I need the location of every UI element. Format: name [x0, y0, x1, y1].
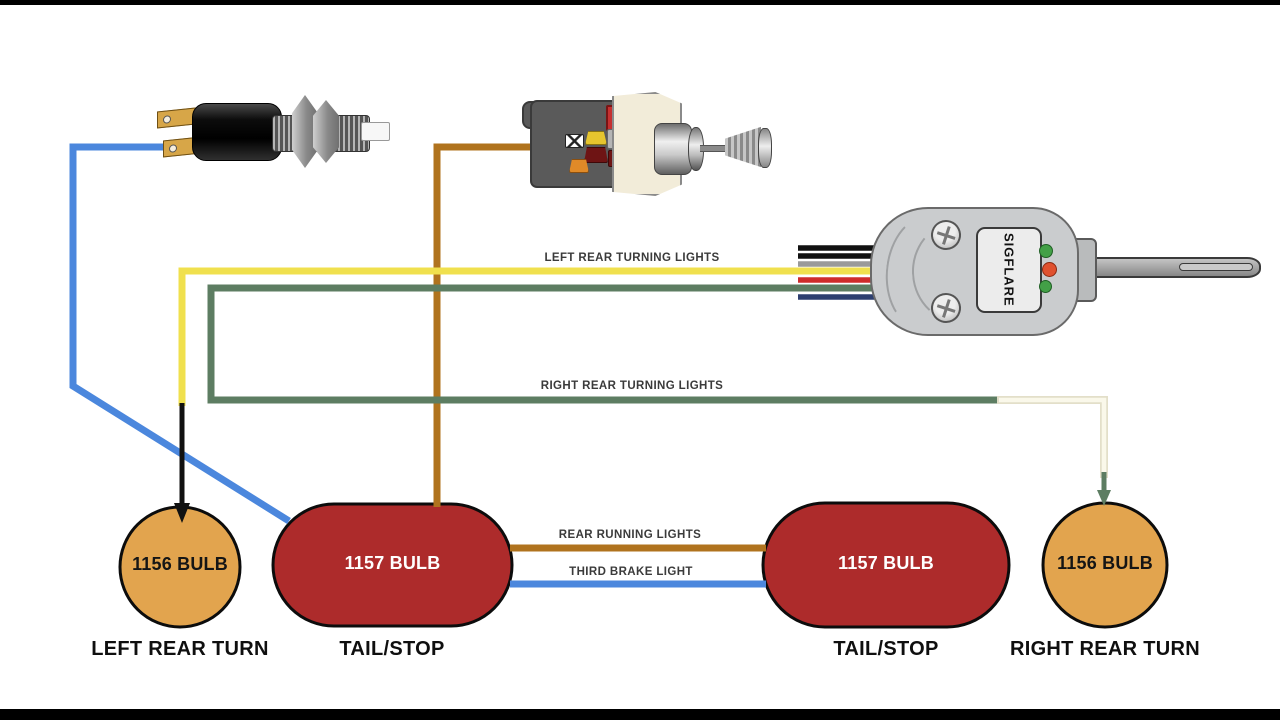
- turn-signal-switch: SIGFLARE: [865, 200, 1265, 340]
- green-right-turn-wire: [207, 284, 999, 404]
- hex-nut-icon: [313, 100, 339, 163]
- knob-shaft: [700, 145, 728, 152]
- third-brake-label: THIRD BRAKE LIGHT: [569, 566, 693, 578]
- yellow-terminal-icon: [585, 131, 607, 145]
- terminal-hole-icon: [169, 144, 177, 153]
- green-led-icon: [1039, 244, 1053, 258]
- turn-signal-lever: [1081, 257, 1261, 278]
- brand-label-panel: SIGFLARE: [976, 227, 1042, 313]
- brand-label: SIGFLARE: [1001, 233, 1017, 307]
- chrome-collar: [654, 123, 692, 175]
- black-lead-arrow-icon: [174, 503, 190, 523]
- brown-headlight-wire: [433, 143, 532, 507]
- cream-extension-wire-outer: [997, 396, 1108, 478]
- top-letterbox-bar: [0, 0, 1280, 5]
- green-lead-arrow-icon: [1097, 490, 1111, 506]
- right-turn-bulb-label: 1156 BULB: [1057, 553, 1153, 573]
- brake-switch-plunger: [361, 122, 390, 141]
- orange-terminal-icon: [569, 159, 589, 173]
- left-tail-bulb-shape: [271, 502, 514, 628]
- lever-slot: [1179, 263, 1253, 271]
- rear-running-label: REAR RUNNING LIGHTS: [558, 529, 702, 541]
- maroon-terminal-icon: [584, 147, 608, 163]
- left-turn-bulb-label: 1156 BULB: [132, 554, 228, 574]
- right-rear-turning-label: RIGHT REAR TURNING LIGHTS: [540, 380, 724, 392]
- right-tail-bulb-shape: [761, 501, 1011, 629]
- envelope-terminal-icon: [565, 134, 584, 148]
- right-tail-caption: TAIL/STOP: [833, 638, 939, 660]
- headlight-knob: [725, 126, 761, 168]
- knob-end-cap: [758, 128, 772, 168]
- left-rear-turning-label: LEFT REAR TURNING LIGHTS: [544, 252, 720, 264]
- headlight-switch: [520, 90, 775, 205]
- green-led-icon: [1039, 280, 1052, 293]
- brake-light-switch: [150, 95, 395, 170]
- red-led-icon: [1042, 262, 1057, 277]
- left-tail-bulb-label: 1157 BULB: [344, 553, 441, 573]
- right-tail-bulb-label: 1157 BULB: [838, 553, 934, 573]
- left-tail-caption: TAIL/STOP: [339, 638, 445, 660]
- bottom-letterbox-bar: [0, 709, 1280, 720]
- left-turn-caption: LEFT REAR TURN: [91, 638, 269, 660]
- yellow-left-turn-wire: [178, 267, 895, 406]
- cream-extension-wire-inner: [999, 397, 1107, 478]
- terminal-hole-icon: [163, 115, 171, 124]
- right-turn-caption: RIGHT REAR TURN: [1009, 638, 1201, 660]
- brake-switch-body: [192, 103, 282, 161]
